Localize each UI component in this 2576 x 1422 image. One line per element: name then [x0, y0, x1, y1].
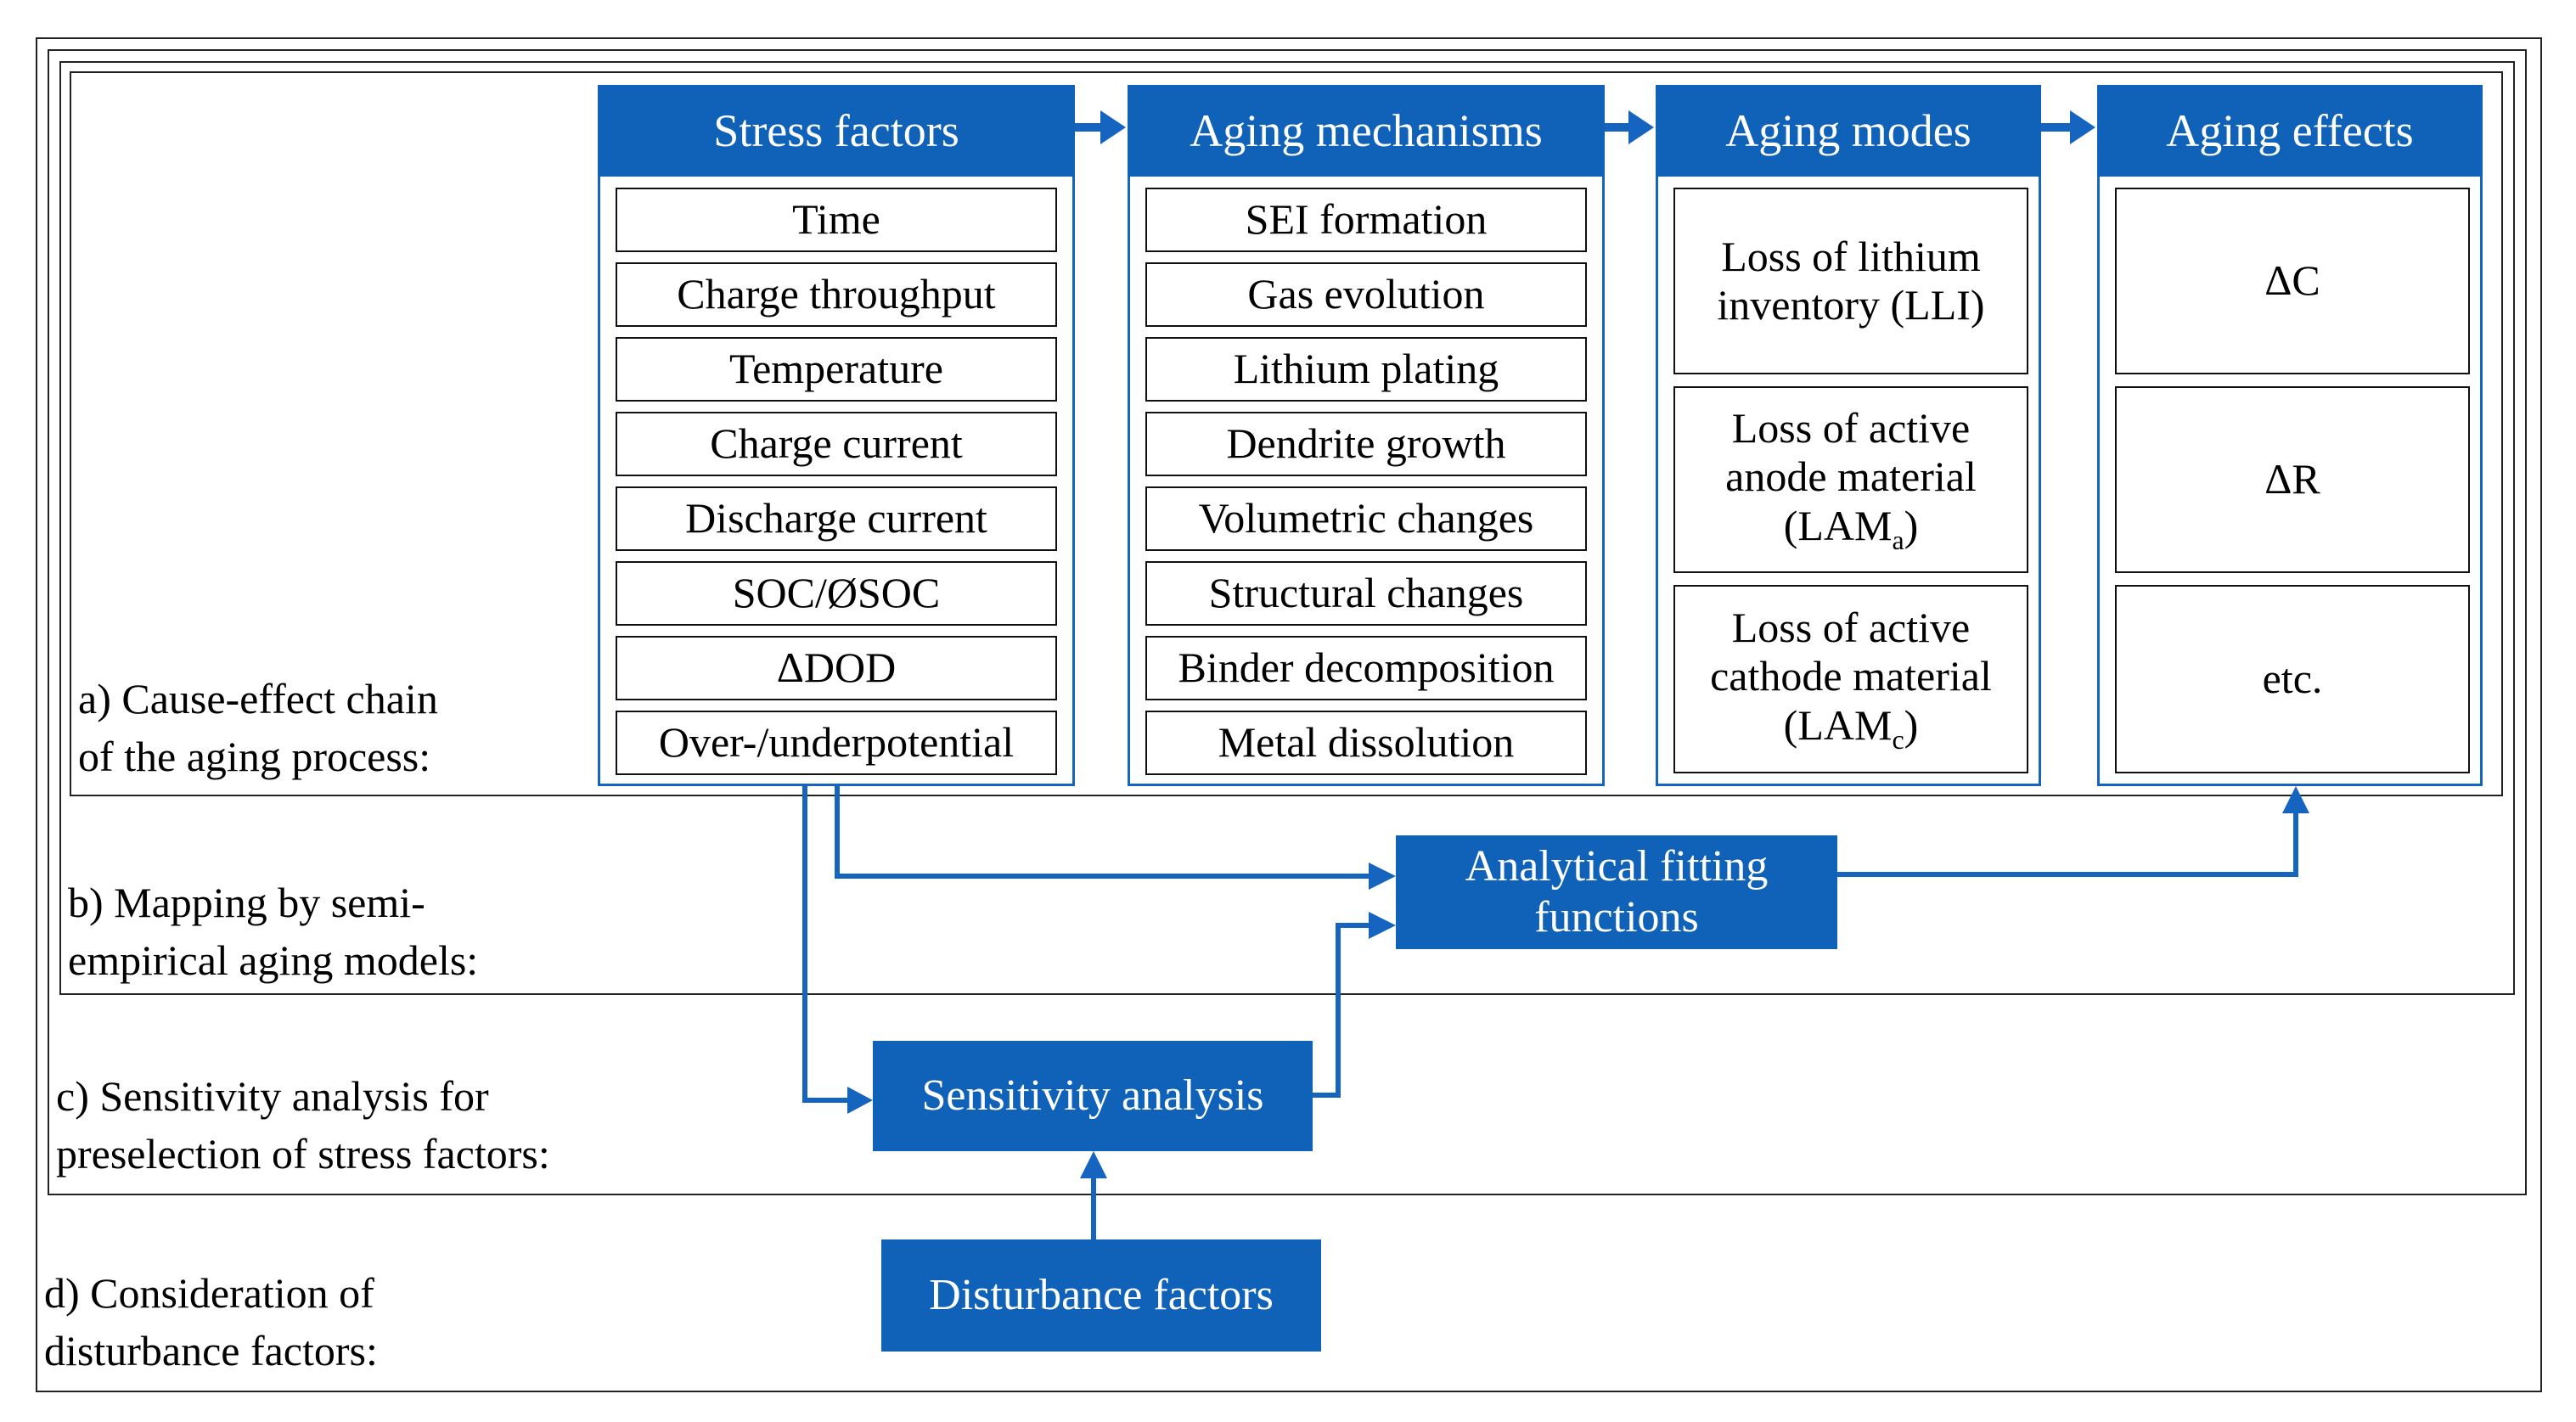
sensitivity-analysis-box: Sensitivity analysis	[873, 1041, 1313, 1151]
aging-mechanism-item: Dendrite growth	[1145, 412, 1587, 476]
aging-mode-item: Loss of active cathode material (LAMc)	[1673, 585, 2028, 773]
label-disturbance: d) Consideration of disturbance factors:	[44, 1269, 378, 1374]
aging-mechanism-item: Lithium plating	[1145, 337, 1587, 402]
aging-effect-item: etc.	[2115, 585, 2470, 773]
frame-d	[36, 37, 2542, 1392]
column-title-aging-effects: Aging effects	[2097, 85, 2483, 177]
stress-factor-item: ΔDOD	[616, 636, 1057, 700]
column-title-aging-mechanisms: Aging mechanisms	[1128, 85, 1605, 177]
aging-mode-item: Loss of active anode material (LAMa)	[1673, 386, 2028, 573]
frame-b	[59, 61, 2515, 995]
label-cause-effect: a) Cause-effect chain of the aging proce…	[78, 675, 438, 780]
aging-mechanism-item: Gas evolution	[1145, 262, 1587, 327]
analytical-fitting-box: Analytical fitting functions	[1396, 835, 1837, 949]
column-title-aging-modes: Aging modes	[1656, 85, 2041, 177]
column-aging-modes: Aging modes Loss of lithium inventory (L…	[1656, 85, 2041, 786]
aging-mechanism-item: Metal dissolution	[1145, 711, 1587, 775]
frame-c	[48, 49, 2527, 1195]
column-title-stress-factors: Stress factors	[598, 85, 1075, 177]
aging-mechanism-item: Binder decomposition	[1145, 636, 1587, 700]
frame-a	[70, 71, 2503, 796]
mapping-arrowheads	[847, 786, 2309, 1178]
aging-mechanism-item: SEI formation	[1145, 188, 1587, 252]
aging-mechanism-item: Structural changes	[1145, 561, 1587, 626]
stress-factor-item: Discharge current	[616, 486, 1057, 551]
stress-factor-item: Temperature	[616, 337, 1057, 402]
label-mapping: b) Mapping by semi- empirical aging mode…	[68, 879, 479, 984]
mapping-lines	[802, 786, 2298, 1239]
column-flow-arrows	[1075, 110, 2095, 144]
aging-mechanism-item: Volumetric changes	[1145, 486, 1587, 551]
column-stress-factors: Stress factors Time Charge throughput Te…	[598, 85, 1075, 786]
aging-effect-item: ΔC	[2115, 188, 2470, 374]
disturbance-factors-box: Disturbance factors	[881, 1239, 1321, 1352]
aging-effect-item: ΔR	[2115, 386, 2470, 573]
stress-factor-item: SOC/ØSOC	[616, 561, 1057, 626]
stress-factor-item: Charge current	[616, 412, 1057, 476]
column-aging-mechanisms: Aging mechanisms SEI formation Gas evolu…	[1128, 85, 1605, 786]
label-sensitivity: c) Sensitivity analysis for preselection…	[56, 1072, 550, 1178]
stress-factor-item: Time	[616, 188, 1057, 252]
aging-mode-item: Loss of lithium inventory (LLI)	[1673, 188, 2028, 374]
column-aging-effects: Aging effects ΔC ΔR etc.	[2097, 85, 2483, 786]
stress-factor-item: Over-/underpotential	[616, 711, 1057, 775]
stress-factor-item: Charge throughput	[616, 262, 1057, 327]
